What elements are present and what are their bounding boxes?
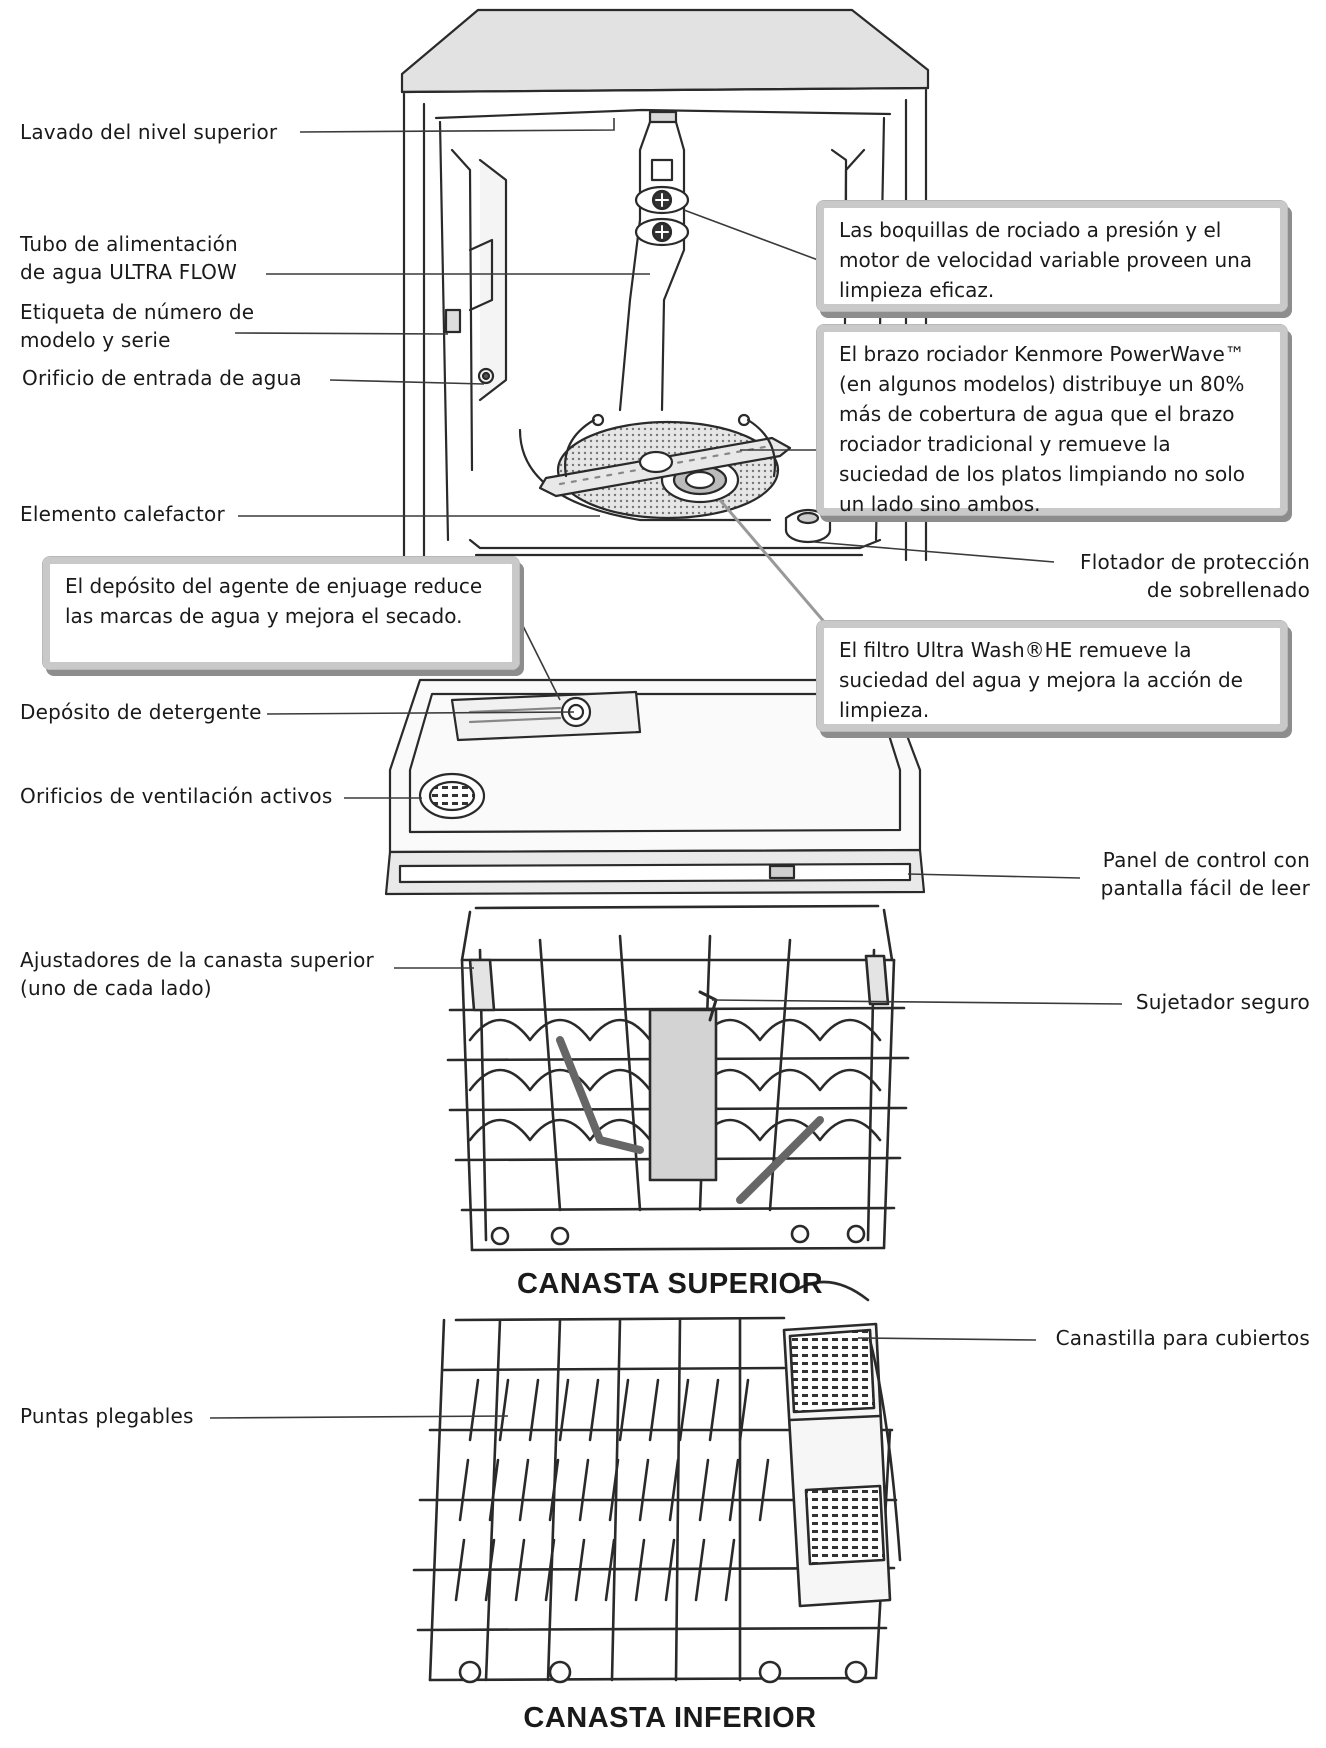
overfill-float [784,508,832,544]
active-vents [418,772,486,820]
callout-filter-text: El filtro Ultra Wash®HE remueve la sucie… [839,638,1243,722]
label-fold-tines: Puntas plegables [20,1404,194,1428]
lower-rack [412,1280,902,1684]
label-water-inlet: Orificio de entrada de agua [22,366,302,390]
silverware-basket [782,1280,902,1608]
label-top-wash: Lavado del nivel superior [20,120,278,144]
detergent-dispenser [450,690,642,742]
label-control-panel: Panel de control con pantalla fácil de l… [1100,848,1310,900]
spray-arm [538,436,792,498]
label-model-serial: Etiqueta de número de modelo y serie [20,300,255,352]
label-rack-adjusters: Ajustadores de la canasta superior (uno … [20,948,374,1000]
lower-rack-title: CANASTA INFERIOR [523,1702,817,1734]
callout-powerwave: El brazo rociador Kenmore PowerWave™ (en… [816,324,1288,516]
callout-powerwave-text: El brazo rociador Kenmore PowerWave™ (en… [839,342,1246,516]
label-secure-clip: Sujetador seguro [1135,990,1310,1014]
callout-rinse-aid-text: El depósito del agente de enjuage reduce… [65,574,483,628]
upper-rack-title: CANASTA SUPERIOR [516,1268,824,1300]
label-vents: Orificios de ventilación activos [20,784,333,808]
callout-nozzles-text: Las boquillas de rociado a presión y el … [839,218,1253,302]
callout-nozzles: Las boquillas de rociado a presión y el … [816,200,1288,312]
label-silverware-basket: Canastilla para cubiertos [1055,1326,1310,1350]
upper-rack [446,904,910,1252]
label-heating-element: Elemento calefactor [20,502,225,526]
label-feed-tube: Tubo de alimentación de agua ULTRA FLOW [20,232,238,284]
label-detergent: Depósito de detergente [20,700,262,724]
spray-nozzles [634,185,690,247]
label-overfill-float: Flotador de protección de sobrellenado [1080,550,1310,602]
leader-lines [209,118,1123,1419]
callout-rinse-aid: El depósito del agente de enjuage reduce… [42,556,520,670]
callout-filter: El filtro Ultra Wash®HE remueve la sucie… [816,620,1288,732]
